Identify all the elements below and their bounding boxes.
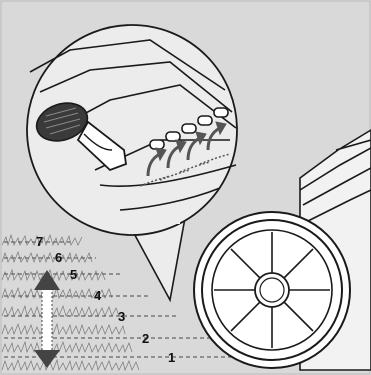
level-label-1: 1 — [168, 350, 175, 365]
level-label-3: 3 — [118, 309, 125, 324]
level-label-7: 7 — [36, 234, 43, 249]
level-label-6: 6 — [55, 250, 62, 265]
level-label-5: 5 — [70, 267, 77, 282]
level-label-4: 4 — [94, 288, 102, 303]
mower-wheel — [194, 212, 350, 368]
level-label-2: 2 — [142, 331, 149, 346]
